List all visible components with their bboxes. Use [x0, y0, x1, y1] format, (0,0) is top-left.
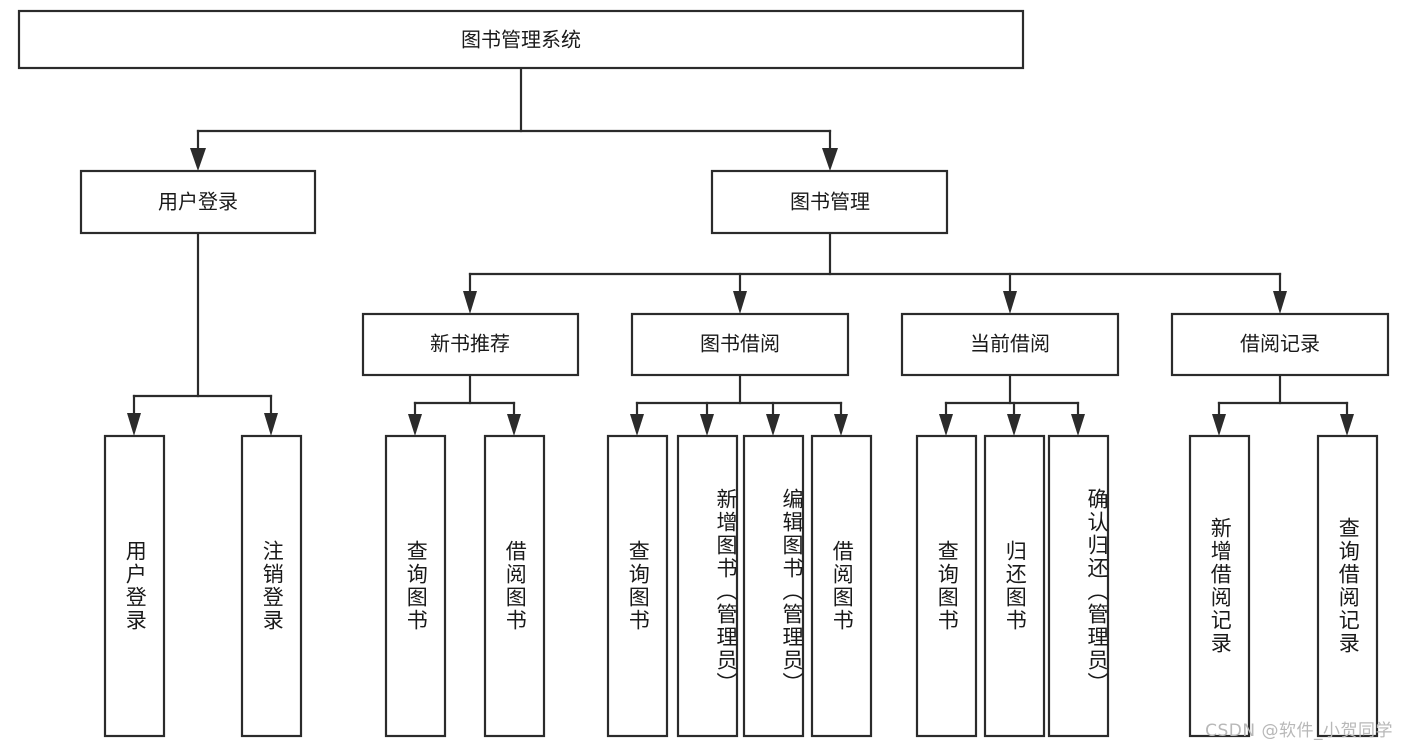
node-borrow-record-label: 借阅记录 [1240, 332, 1320, 356]
leaf-box-logout-user[interactable] [240, 434, 303, 738]
arrow-head-return-book [1007, 414, 1021, 436]
leaf-box-q-book-3[interactable] [915, 434, 978, 738]
node-book-manage-label: 图书管理 [790, 190, 870, 214]
node-book-borrow-label: 图书借阅 [700, 332, 780, 356]
arrow-head-q-book-2 [630, 414, 644, 436]
node-book-manage-box[interactable] [710, 169, 949, 235]
node-root[interactable]: 图书管理系统 [17, 9, 1025, 70]
edge-group-user-login [127, 231, 278, 436]
node-current-borrow-box[interactable] [900, 312, 1120, 377]
arrow-head-current-borrow [1003, 291, 1017, 314]
node-book-borrow[interactable]: 图书借阅 [630, 312, 850, 377]
edge-group-book-manage [463, 231, 1287, 314]
node-root-label: 图书管理系统 [461, 28, 581, 52]
node-user-login-box[interactable] [79, 169, 317, 235]
leaf-box-edit-book[interactable] [742, 434, 805, 738]
arrow-head-logout-user [264, 413, 278, 436]
node-borrow-record-box[interactable] [1170, 312, 1390, 377]
node-user-login[interactable]: 用户登录 [79, 169, 317, 235]
leaf-box-return-book[interactable] [983, 434, 1046, 738]
leaf-box-b-book-2[interactable] [810, 434, 873, 738]
node-book-manage[interactable]: 图书管理 [710, 169, 949, 235]
arrow-head-b-book-2 [834, 414, 848, 436]
edge-group-new-book-rec [408, 373, 521, 436]
arrow-head-userlogin [190, 148, 206, 171]
arrow-head-add-record [1212, 414, 1226, 436]
leaf-box-q-book-2[interactable] [606, 434, 669, 738]
arrow-head-q-book-3 [939, 414, 953, 436]
leaf-box-confirm-return[interactable] [1047, 434, 1110, 738]
arrow-head-confirm-return [1071, 414, 1085, 436]
node-new-book-rec[interactable]: 新书推荐 [361, 312, 580, 377]
arrow-head-b-book-1 [507, 414, 521, 436]
csdn-watermark: CSDN @软件_小贺同学 [1205, 721, 1393, 741]
edge-group-root [190, 66, 838, 171]
arrow-head-q-book-1 [408, 414, 422, 436]
edge-group-borrow-record [1212, 373, 1354, 436]
leaf-node-group [103, 434, 1379, 738]
arrow-head-book-borrow [733, 291, 747, 314]
leaf-box-add-book[interactable] [676, 434, 739, 738]
arrow-head-login-user [127, 413, 141, 436]
leaf-box-q-book-1[interactable] [384, 434, 447, 738]
leaf-box-login-user[interactable] [103, 434, 166, 738]
node-current-borrow[interactable]: 当前借阅 [900, 312, 1120, 377]
node-current-borrow-label: 当前借阅 [970, 332, 1050, 356]
arrow-head-new-book-rec [463, 291, 477, 314]
node-user-login-label: 用户登录 [158, 190, 238, 214]
arrow-head-bookmanage [822, 148, 838, 171]
arrow-head-add-book [700, 414, 714, 436]
leaf-box-add-record[interactable] [1188, 434, 1251, 738]
node-new-book-rec-box[interactable] [361, 312, 580, 377]
leaf-box-b-book-1[interactable] [483, 434, 546, 738]
node-borrow-record[interactable]: 借阅记录 [1170, 312, 1390, 377]
arrow-head-query-record [1340, 414, 1354, 436]
arrow-head-borrow-record [1273, 291, 1287, 314]
node-root-box[interactable] [17, 9, 1025, 70]
edge-group-book-borrow [630, 373, 848, 436]
node-new-book-rec-label: 新书推荐 [430, 332, 510, 356]
leaf-box-query-record[interactable] [1316, 434, 1379, 738]
arrow-head-edit-book [766, 414, 780, 436]
edge-group-current-borrow [939, 373, 1085, 436]
node-book-borrow-box[interactable] [630, 312, 850, 377]
